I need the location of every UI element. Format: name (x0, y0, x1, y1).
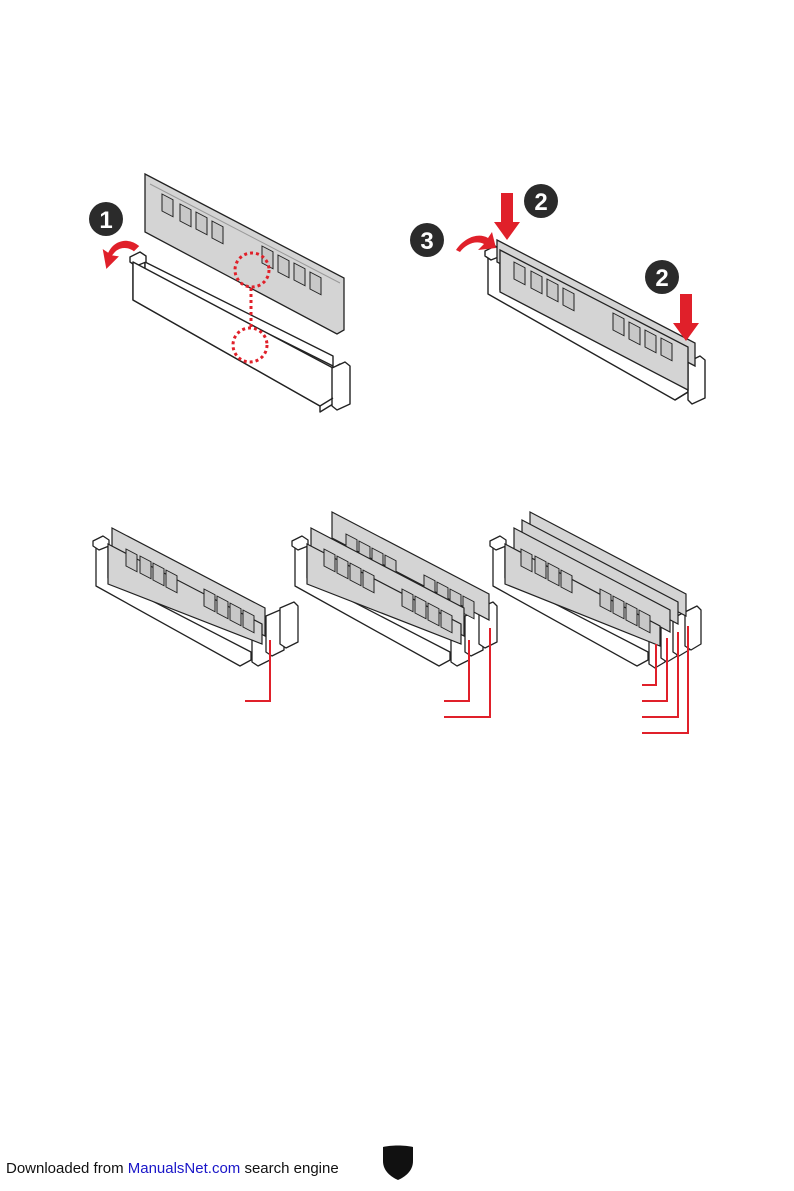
footer-download-note: Downloaded from ManualsNet.com search en… (6, 1160, 339, 1177)
memory-installation-figure: 1 (0, 0, 794, 800)
svg-text:1: 1 (99, 207, 112, 234)
shield-logo-icon (381, 1141, 415, 1181)
config-four-modules (490, 512, 701, 733)
config-two-modules (292, 512, 497, 717)
config-one-module (93, 528, 298, 701)
footer-suffix: search engine (240, 1160, 338, 1177)
step-badge-insert: 2 (645, 260, 679, 294)
step-badge-unlock: 1 (89, 202, 123, 236)
step-badge-lock: 3 (410, 223, 444, 257)
step2-illustration: 2 2 3 (410, 184, 705, 404)
step-badge-insert: 2 (524, 184, 558, 218)
svg-text:3: 3 (420, 228, 433, 255)
step1-illustration: 1 (89, 174, 350, 412)
manualsnet-link[interactable]: ManualsNet.com (128, 1160, 241, 1177)
svg-text:2: 2 (655, 265, 668, 292)
svg-text:2: 2 (534, 189, 547, 216)
footer-prefix: Downloaded from (6, 1160, 128, 1177)
